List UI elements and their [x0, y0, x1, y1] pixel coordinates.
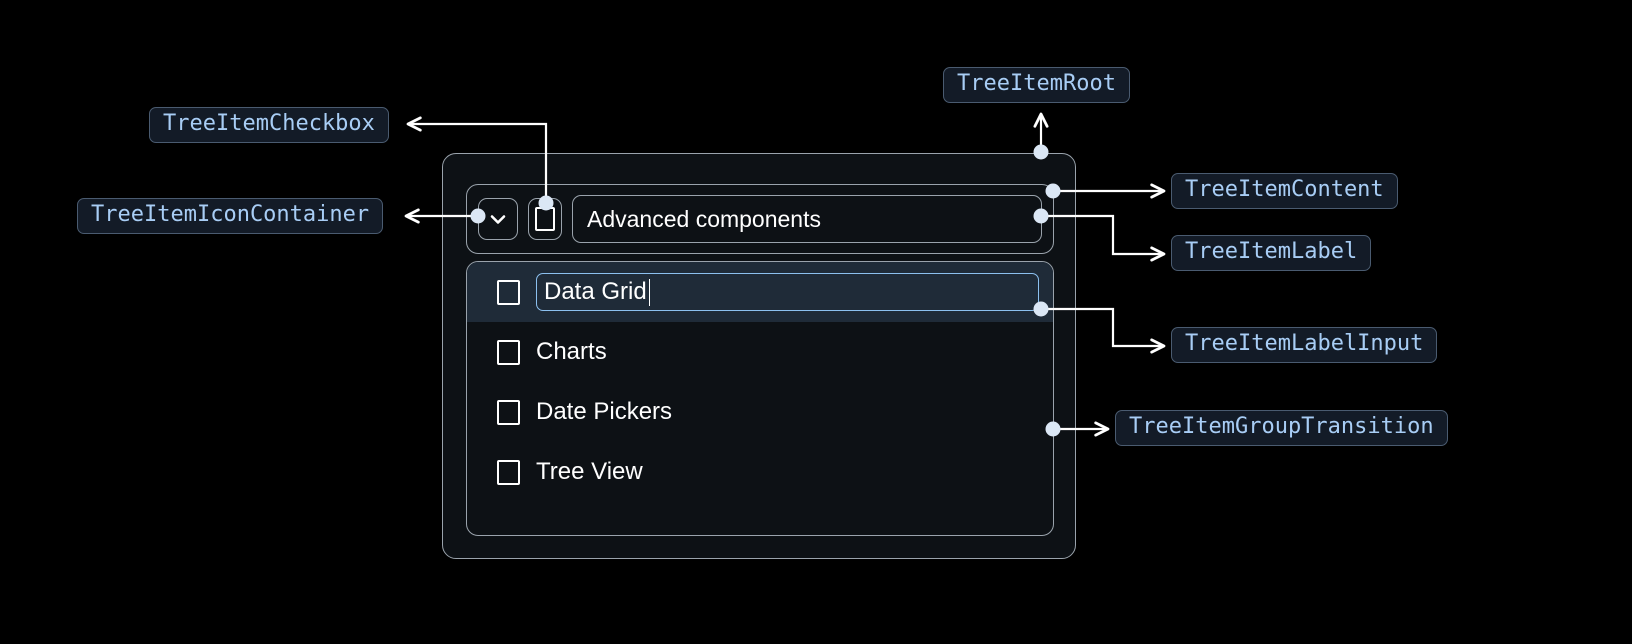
- unchecked-checkbox-icon[interactable]: [497, 399, 520, 425]
- tree-item-label-text: Advanced components: [587, 205, 821, 232]
- chevron-down-icon: [486, 207, 510, 231]
- annotation-tree-item-content: TreeItemContent: [1171, 173, 1398, 209]
- tree-item-label: Charts: [536, 338, 607, 365]
- tree-item-label[interactable]: Advanced components: [572, 195, 1042, 243]
- annotation-tree-item-label: TreeItemLabel: [1171, 235, 1372, 271]
- annotation-tree-item-icon-container: TreeItemIconContainer: [77, 198, 384, 234]
- tree-row[interactable]: Data Grid: [467, 262, 1053, 322]
- annotation-tree-item-label-input: TreeItemLabelInput: [1171, 327, 1438, 363]
- tree-item-content[interactable]: Advanced components: [466, 184, 1054, 254]
- tree-item-label-input-value: Data Grid: [544, 278, 647, 305]
- unchecked-checkbox-icon[interactable]: [497, 279, 520, 305]
- tree-item-label: Date Pickers: [536, 398, 673, 425]
- annotation-tree-item-group-transition: TreeItemGroupTransition: [1115, 410, 1448, 446]
- tree-row[interactable]: Tree View: [467, 442, 1053, 502]
- tree-row[interactable]: Charts: [467, 322, 1053, 382]
- unchecked-checkbox-icon[interactable]: [497, 459, 520, 485]
- tree-item-label-input[interactable]: Data Grid: [536, 273, 1039, 311]
- annotation-tree-item-root: TreeItemRoot: [943, 67, 1130, 103]
- tree-item-root[interactable]: Advanced components Data Grid Charts Dat…: [442, 153, 1076, 559]
- annotation-tree-item-checkbox: TreeItemCheckbox: [149, 107, 389, 143]
- tree-item-group-transition: Data Grid Charts Date Pickers Tree View: [466, 261, 1054, 536]
- unchecked-checkbox-icon: [535, 207, 555, 231]
- tree-item-icon-container[interactable]: [478, 198, 518, 240]
- unchecked-checkbox-icon[interactable]: [497, 339, 520, 365]
- tree-row[interactable]: Date Pickers: [467, 382, 1053, 442]
- tree-item-label: Tree View: [536, 458, 643, 485]
- text-caret: [648, 278, 651, 306]
- tree-item-checkbox[interactable]: [528, 198, 562, 240]
